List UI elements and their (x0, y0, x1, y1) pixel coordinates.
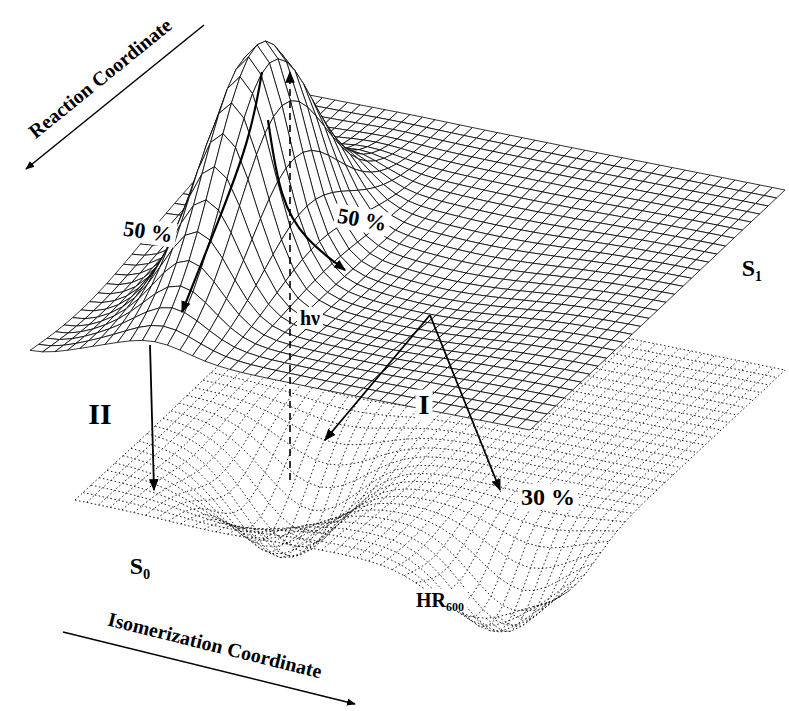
mesh-line (428, 346, 668, 591)
excitation-arrow (289, 72, 291, 480)
pathway-number: I (416, 390, 433, 421)
mesh-line (357, 332, 597, 558)
ground-state-surface (75, 275, 785, 632)
mesh-line (404, 342, 644, 576)
transition-arrow (150, 345, 154, 490)
pathway-arrows (26, 25, 500, 704)
mesh-line (283, 305, 753, 400)
state-label: S₁ (739, 255, 766, 281)
mesh-line (251, 311, 491, 543)
mesh-line (171, 411, 641, 511)
mesh-line (227, 358, 697, 453)
decay-path-arrow (268, 120, 345, 270)
mesh-line (263, 313, 503, 540)
mesh-line (369, 334, 609, 561)
mesh-line (486, 358, 726, 631)
mesh-line (345, 330, 585, 555)
mesh-line (307, 283, 777, 378)
mesh-line (228, 306, 468, 557)
mesh-line (322, 325, 562, 550)
mesh-line (216, 304, 456, 558)
decay-path-arrow (182, 72, 262, 312)
mesh-line (147, 434, 617, 556)
mesh-line (298, 320, 538, 546)
transition-arrow (430, 315, 500, 490)
mesh-line (416, 344, 656, 583)
photon-label: hν (297, 307, 323, 329)
axis-title: Reaction Coordinate (22, 12, 178, 144)
mesh-line (195, 388, 665, 483)
excited-state-surface (30, 41, 785, 430)
mesh-line (115, 463, 585, 610)
state-label: S₀ (127, 553, 154, 579)
yield-label: 50 % (119, 216, 177, 248)
mesh-line (122, 285, 362, 510)
yield-label: 30 % (518, 484, 578, 510)
mesh-cell (518, 420, 539, 430)
mesh-line (251, 335, 721, 430)
mesh-line (169, 294, 409, 521)
mesh-line (181, 296, 421, 528)
mesh-line (75, 275, 315, 500)
mesh-line (287, 318, 527, 544)
transition-arrow (325, 315, 430, 440)
mesh-line (498, 361, 738, 627)
mesh-line (163, 418, 633, 531)
axis-title: Isomerization Coordinate (103, 607, 327, 683)
mesh-line (91, 485, 561, 631)
mesh-line (83, 493, 553, 626)
mesh-line (99, 478, 569, 632)
mesh-line (110, 282, 350, 507)
mesh-line (131, 448, 601, 568)
mesh-line (463, 353, 703, 626)
mesh-line (451, 351, 691, 617)
mesh-line (510, 363, 750, 619)
mesh-line (334, 327, 574, 552)
mesh-line (107, 470, 577, 625)
mesh-line (155, 426, 625, 547)
mesh-line (75, 500, 545, 618)
product-label: HR₆₀₀ (413, 589, 467, 611)
mesh-line (99, 280, 339, 505)
mesh-line (310, 323, 550, 548)
mesh-line (545, 370, 785, 604)
pathway-number: II (85, 397, 114, 430)
mesh-line (146, 289, 386, 515)
mesh-line (475, 356, 715, 632)
yield-label: 50 % (333, 203, 392, 236)
mesh-line (134, 287, 374, 513)
mesh-line (275, 313, 745, 408)
mesh-line (157, 292, 397, 519)
mesh-line (240, 308, 480, 552)
mesh-line (275, 315, 515, 542)
axis-arrow (26, 25, 204, 169)
mesh-line (392, 339, 632, 570)
mesh-line (204, 301, 444, 552)
mesh-line (315, 275, 785, 370)
